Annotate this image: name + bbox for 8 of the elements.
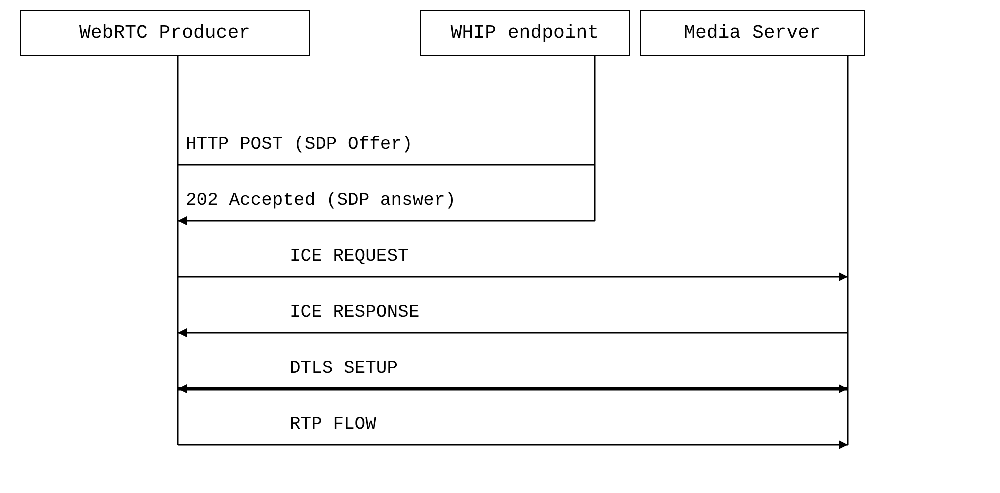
message-arrow xyxy=(178,440,848,450)
message-arrow xyxy=(178,272,848,282)
participant-box: WHIP endpoint xyxy=(420,10,630,56)
participant-box: Media Server xyxy=(640,10,865,56)
message-arrow xyxy=(178,384,848,394)
participant-box: WebRTC Producer xyxy=(20,10,310,56)
message-arrow xyxy=(178,216,595,226)
message-arrow xyxy=(178,328,848,338)
